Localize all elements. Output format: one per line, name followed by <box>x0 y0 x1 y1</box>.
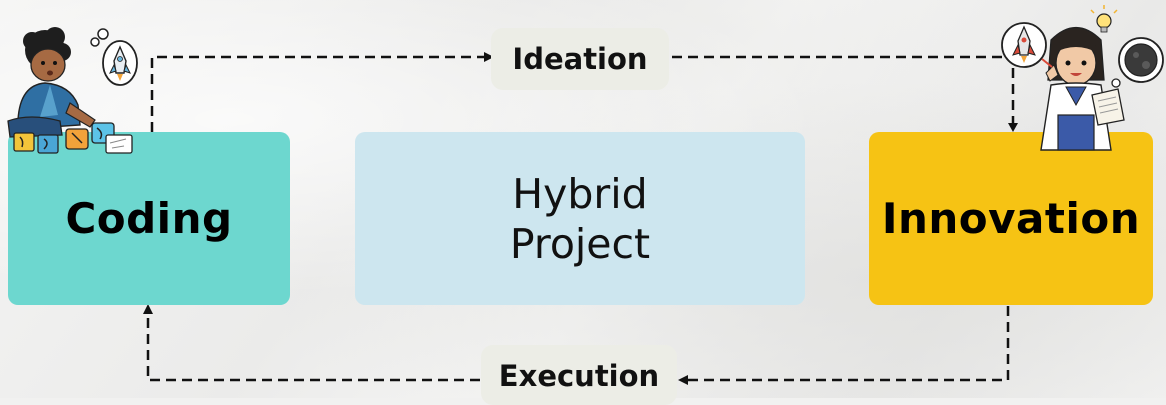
arrowhead-to-ideation <box>484 52 494 62</box>
innovation-box: Innovation <box>869 132 1153 305</box>
hybrid-project-box: Hybrid Project <box>355 132 805 305</box>
thought-bubble-rocket-icon <box>90 28 138 86</box>
ideation-label: Ideation <box>512 42 648 76</box>
thought-bubble-planet-icon <box>1111 37 1164 88</box>
thought-bubble-rocket-icon <box>1001 22 1047 68</box>
arrowhead-to-execution <box>678 375 688 385</box>
hybrid-project-line-2: Project <box>509 219 651 268</box>
arrowhead-to-coding <box>143 304 153 314</box>
ideation-connector-right <box>672 55 1015 126</box>
hybrid-project-label: Hybrid Project <box>510 169 650 269</box>
execution-connector-right <box>688 306 1010 382</box>
coding-label: Coding <box>65 194 233 243</box>
execution-connector-left <box>146 312 480 382</box>
innovation-label: Innovation <box>881 194 1141 243</box>
hybrid-project-line-1: Hybrid <box>512 169 648 218</box>
execution-label-pill: Execution <box>481 345 677 405</box>
lightbulb-icon <box>1090 5 1118 33</box>
execution-label: Execution <box>498 359 660 393</box>
boy-building-rocket-illustration <box>7 27 138 154</box>
coding-box: Coding <box>8 132 290 305</box>
girl-thinking-rocket-illustration <box>1001 5 1164 151</box>
arrowhead-to-innovation <box>1008 123 1018 132</box>
ideation-label-pill: Ideation <box>491 28 669 90</box>
ideation-connector-left <box>150 55 485 132</box>
